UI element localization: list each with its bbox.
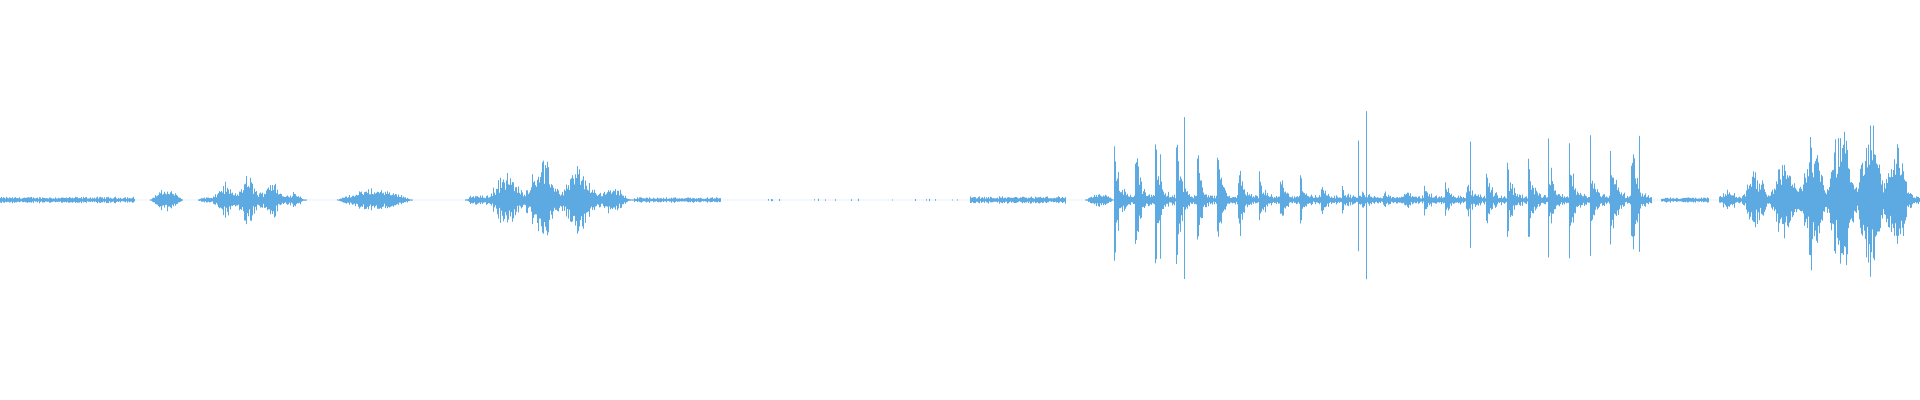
waveform-bars — [0, 111, 1920, 280]
waveform-trace — [0, 111, 1920, 280]
